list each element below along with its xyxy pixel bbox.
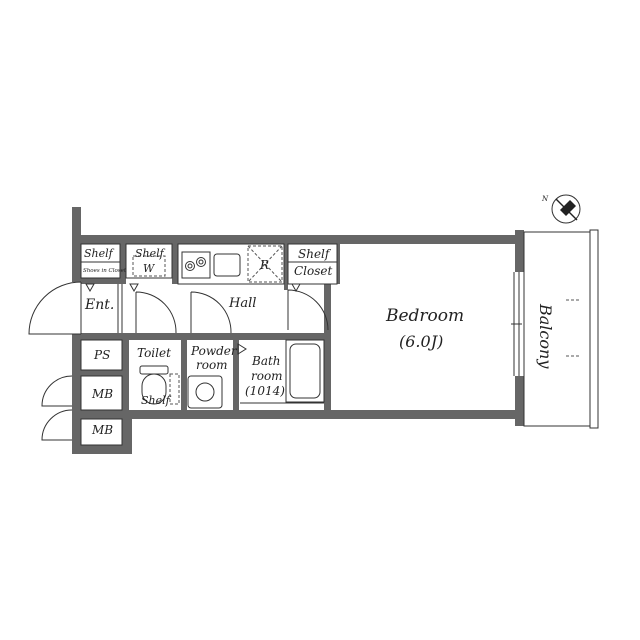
pipe-space-label: PS xyxy=(93,348,110,362)
north-label: N xyxy=(541,195,549,203)
washer-label: W xyxy=(143,262,156,275)
north-compass: N xyxy=(541,194,581,224)
closet-shelf-label: Shelf xyxy=(298,247,332,261)
washer-shelf: Shelf W xyxy=(125,243,173,293)
toilet-shelf-label: Shelf xyxy=(141,394,172,407)
meter-boxes: MB MB xyxy=(41,375,123,446)
hall: Hall xyxy=(135,291,256,334)
bedroom-label: Bedroom xyxy=(385,306,464,326)
meter-box-2-label: MB xyxy=(91,423,113,437)
entry-shelf-label: Shelf xyxy=(84,247,115,260)
entrance: Ent. xyxy=(28,281,123,335)
entrance-label: Ent. xyxy=(84,297,114,313)
bathroom: Bath room (1014) xyxy=(240,339,325,404)
toilet-room: Toilet Shelf xyxy=(137,346,180,407)
entry-shelf: Shelf Shoes in Closet xyxy=(80,243,127,293)
pipe-space: PS xyxy=(80,339,123,371)
kitchen: R xyxy=(177,243,285,285)
balcony: Balcony xyxy=(511,229,599,429)
toilet-label: Toilet xyxy=(137,346,171,360)
closet: Shelf Closet xyxy=(287,243,338,331)
bath-label-2: room xyxy=(251,369,283,383)
powder-room: Powder room xyxy=(187,343,247,409)
shoes-in-closet-label: Shoes in Closet xyxy=(83,268,127,274)
bedroom: Bedroom (6.0J) xyxy=(385,306,464,351)
closet-label: Closet xyxy=(294,264,333,278)
balcony-label: Balcony xyxy=(536,303,555,369)
bath-size-label: (1014) xyxy=(245,384,285,398)
powder-room-label-2: room xyxy=(196,358,228,372)
meter-box-1-label: MB xyxy=(91,387,113,401)
washer-shelf-label: Shelf xyxy=(135,247,166,260)
bath-label-1: Bath xyxy=(251,354,281,368)
powder-room-label-1: Powder xyxy=(190,344,238,358)
bedroom-size-label: (6.0J) xyxy=(399,332,443,351)
fridge-label: R xyxy=(259,258,269,272)
exterior-walls xyxy=(72,207,524,454)
hall-label: Hall xyxy=(228,296,256,311)
